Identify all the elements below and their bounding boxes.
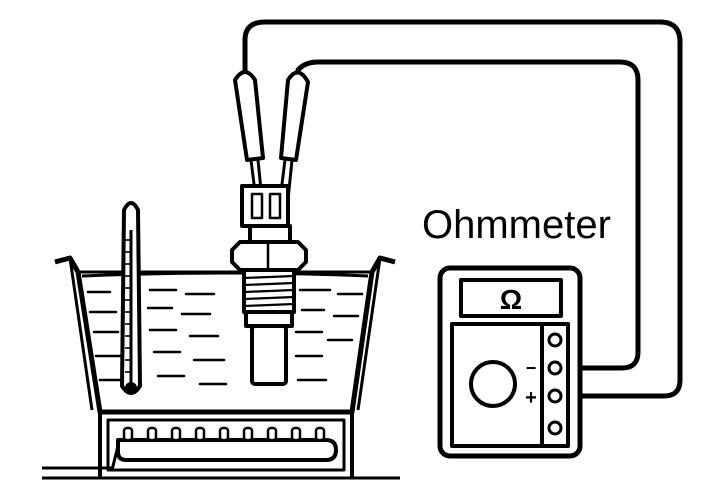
minus-terminal-label: − (526, 358, 537, 378)
temperature-sensor (230, 184, 308, 386)
burner-flames (122, 426, 326, 442)
sensor-tip (250, 324, 288, 386)
test-probes (233, 70, 310, 201)
sensor-collar (248, 224, 292, 244)
probe-left (233, 70, 265, 162)
water-surface (81, 271, 369, 278)
terminal-minus (547, 360, 563, 376)
inner-lead-wire (295, 59, 641, 371)
ohmmeter-display (459, 278, 563, 318)
range-selector-knob (469, 360, 517, 408)
thermometer (120, 201, 142, 395)
terminal-1 (547, 332, 563, 348)
outer-lead-wire (242, 19, 683, 399)
terminal-plus (547, 388, 563, 404)
water-bath-vessel (54, 255, 396, 415)
display-ohm-symbol: Ω (500, 284, 522, 315)
terminal-4 (547, 420, 563, 436)
test-lead-wires (242, 19, 683, 399)
water-ripples (86, 288, 364, 386)
burner-heater (42, 412, 400, 480)
probe-right (279, 70, 310, 162)
ohmmeter-label: Ohmmeter (422, 203, 611, 247)
ohmmeter (437, 265, 583, 459)
plus-terminal-label: + (525, 387, 537, 409)
